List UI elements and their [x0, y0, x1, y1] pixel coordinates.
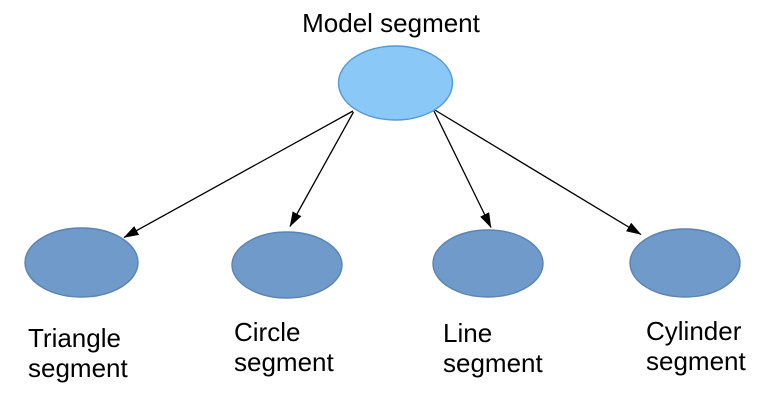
cylinder-node-label: Cylinder segment: [646, 316, 746, 376]
circle-node-ellipse: [231, 231, 343, 299]
root-node-ellipse: [337, 45, 454, 121]
circle-node-label: Circle segment: [234, 317, 334, 377]
edge-root-to-triangle: [123, 110, 354, 239]
triangle-node-ellipse: [24, 227, 139, 298]
root-node-label: Model segment: [302, 8, 480, 38]
cylinder-node-ellipse: [629, 228, 741, 298]
edge-root-to-line: [432, 109, 492, 228]
line-node-ellipse: [432, 229, 544, 298]
line-node-label: Line segment: [443, 318, 543, 378]
edge-root-to-circle: [289, 111, 355, 227]
edge-root-to-cylinder: [433, 108, 642, 236]
triangle-node-label: Triangle segment: [28, 323, 128, 383]
